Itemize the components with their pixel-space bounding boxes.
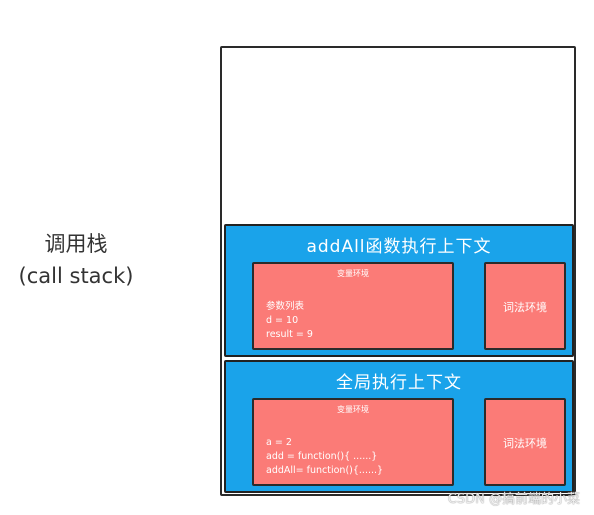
lexical-environment: 词法环境 bbox=[484, 262, 566, 350]
variable-line: add = function(){ ......} bbox=[266, 451, 378, 462]
global-execution-context: 全局执行上下文 变量环境 a = 2 add = function(){ ...… bbox=[224, 360, 574, 493]
variable-list: a = 2 add = function(){ ......} addAll= … bbox=[266, 436, 383, 478]
call-stack-frame bbox=[220, 46, 576, 496]
call-stack-label-en: (call stack) bbox=[18, 264, 134, 288]
variable-line: result = 9 bbox=[266, 329, 313, 340]
variable-environment-title: 变量环境 bbox=[337, 269, 369, 278]
addall-execution-context: addAll函数执行上下文 变量环境 参数列表 d = 10 result = … bbox=[224, 224, 574, 357]
variable-environment: 变量环境 a = 2 add = function(){ ......} add… bbox=[252, 398, 454, 486]
lexical-environment: 词法环境 bbox=[484, 398, 566, 486]
variable-list: 参数列表 d = 10 result = 9 bbox=[266, 300, 313, 342]
variable-environment: 变量环境 参数列表 d = 10 result = 9 bbox=[252, 262, 454, 350]
lexical-environment-title: 词法环境 bbox=[503, 301, 547, 314]
context-title: 全局执行上下文 bbox=[336, 373, 462, 393]
variable-line: a = 2 bbox=[266, 437, 292, 448]
context-title: addAll函数执行上下文 bbox=[306, 237, 492, 257]
lexical-environment-title: 词法环境 bbox=[503, 437, 547, 450]
call-stack-label-cn: 调用栈 bbox=[44, 232, 108, 256]
call-stack-label: 调用栈 (call stack) bbox=[6, 228, 146, 292]
variable-line: 参数列表 bbox=[266, 301, 305, 312]
watermark: CSDN @搞前端的小菜 bbox=[447, 492, 580, 507]
variable-line: addAll= function(){......} bbox=[266, 465, 384, 476]
variable-environment-title: 变量环境 bbox=[337, 405, 369, 414]
variable-line: d = 10 bbox=[266, 315, 299, 326]
